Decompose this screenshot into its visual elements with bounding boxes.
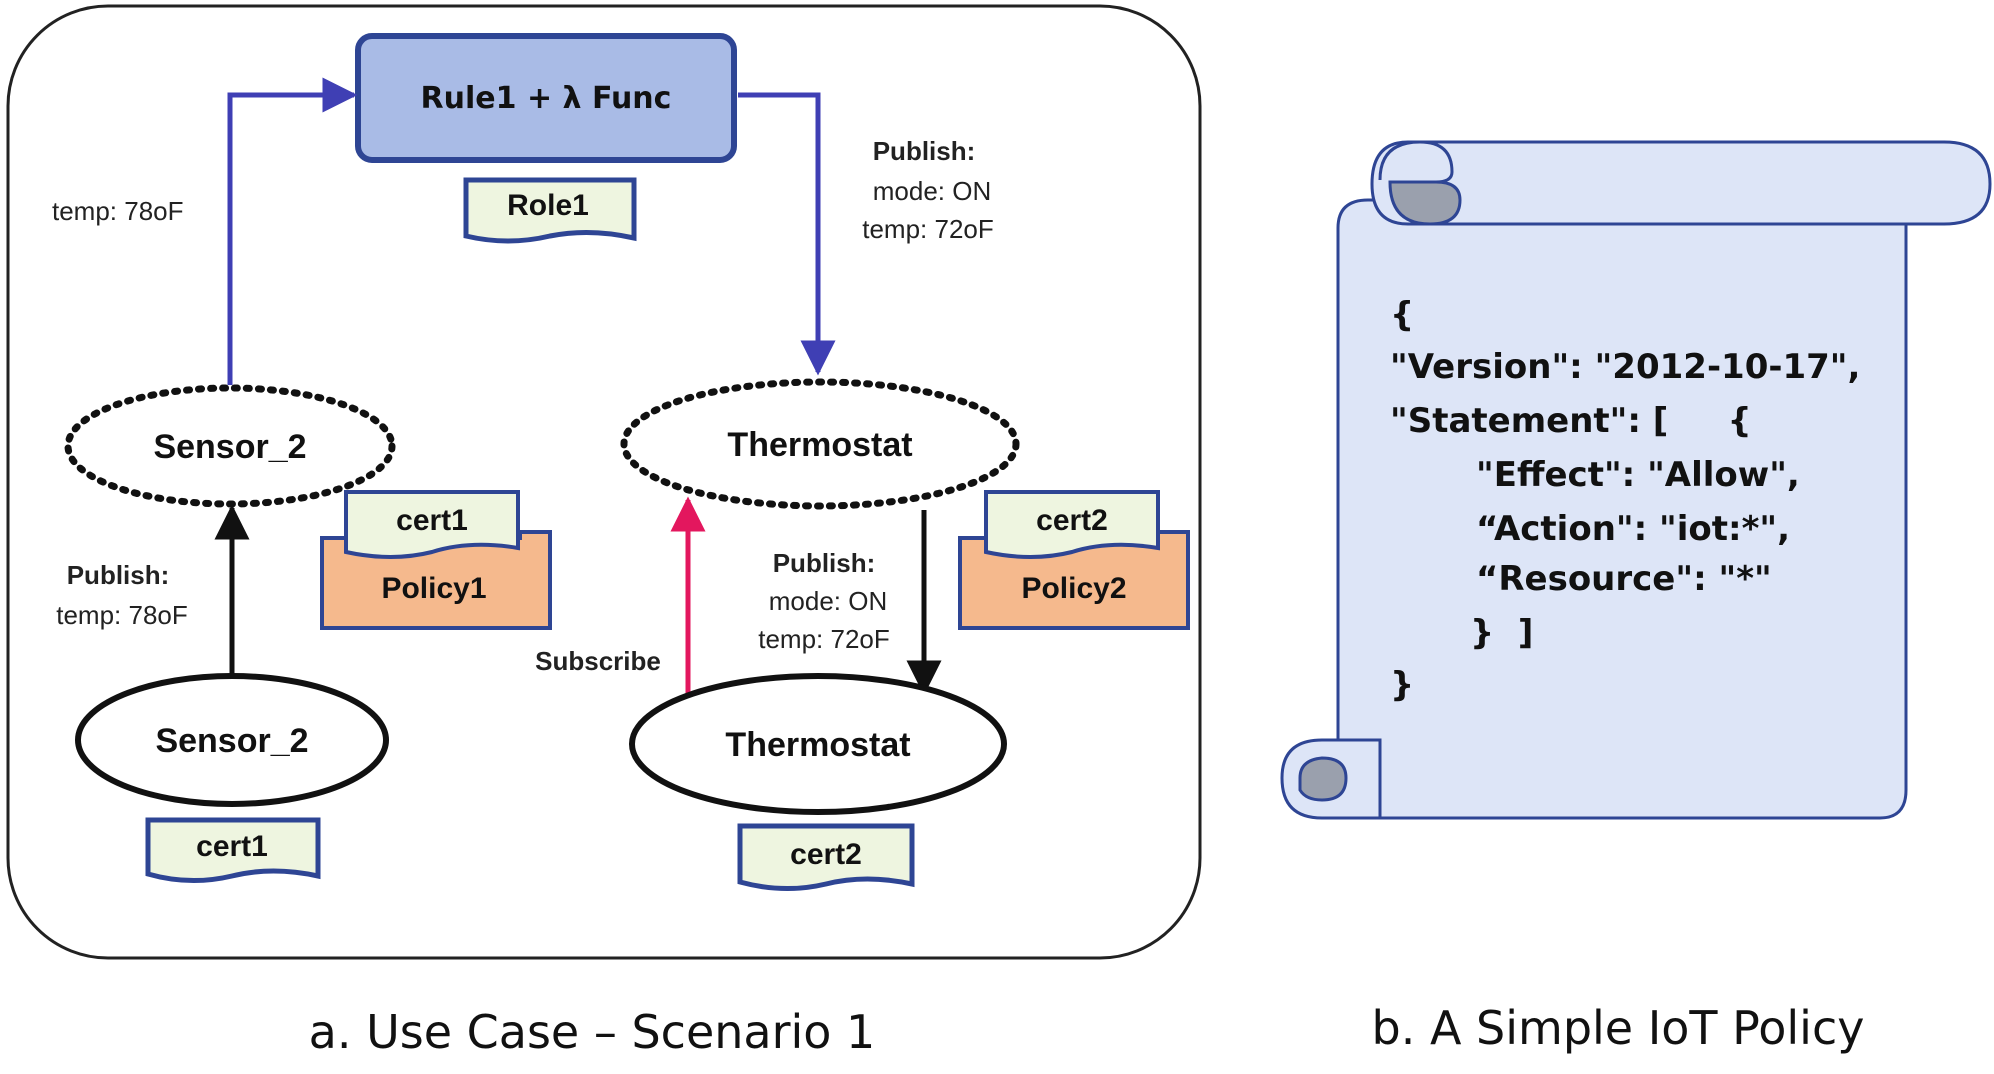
thermostat-device-label: Thermostat: [725, 726, 910, 764]
thermostat-shadow-label: Thermostat: [727, 426, 912, 464]
role-document-label: Role1: [507, 189, 589, 222]
policy-line-7: } ]: [1470, 613, 1533, 653]
sensor-shadow-label: Sensor_2: [153, 428, 306, 466]
sensor-publish-line1: temp: 78oF: [56, 600, 188, 630]
thermostat-publish-line1: mode: ON: [769, 586, 888, 616]
rule-box: Rule1 + λ Func: [355, 33, 737, 163]
sensor-device-label: Sensor_2: [155, 722, 308, 760]
thermostat-cert-document: cert2: [737, 823, 915, 891]
sensor-shadow: Sensor_2: [64, 384, 396, 508]
sensor-device: Sensor_2: [75, 673, 389, 807]
policy2-label: Policy2: [1021, 572, 1126, 605]
policy-line-3: "Statement": [ {: [1390, 401, 1752, 441]
policy-scroll: [1280, 140, 1992, 820]
policy-line-8: }: [1390, 665, 1414, 705]
policy-line-1: {: [1390, 295, 1414, 335]
policy2-folder: cert2 Policy2: [958, 490, 1190, 630]
policy-line-6: “Resource": "*": [1476, 559, 1772, 599]
policy-line-4: "Effect": "Allow",: [1476, 455, 1800, 495]
caption-b: b. A Simple IoT Policy: [1372, 1001, 1865, 1055]
policy1-cert-label: cert1: [396, 504, 468, 537]
subscribe-label: Subscribe: [535, 646, 661, 676]
policy-line-2: "Version": "2012-10-17",: [1390, 347, 1860, 387]
panel-a-frame: [6, 4, 1202, 960]
thermostat-shadow: Thermostat: [620, 378, 1020, 510]
sensor-cert-document: cert1: [145, 817, 321, 883]
thermostat-device: Thermostat: [629, 673, 1007, 815]
sensor-publish-title: Publish:: [67, 560, 170, 590]
policy1-folder: cert1 Policy1: [320, 490, 552, 630]
arrow-rule-to-thermostat: [738, 92, 836, 376]
edge-sensor-to-rule-label: temp: 78oF: [52, 196, 184, 226]
thermostat-cert-label: cert2: [790, 838, 862, 871]
role-document: Role1: [463, 177, 637, 244]
rule-box-label: Rule1 + λ Func: [421, 81, 672, 116]
edge-rule-publish-line2: temp: 72oF: [862, 214, 994, 244]
thermostat-publish-title: Publish:: [773, 548, 876, 578]
arrow-sensor-to-rule: [227, 77, 358, 385]
policy-json: { "Version": "2012-10-17", "Statement": …: [1390, 295, 1860, 705]
policy2-cert-label: cert2: [1036, 504, 1108, 537]
edge-rule-publish-title: Publish:: [873, 136, 976, 166]
edge-rule-publish-line1: mode: ON: [873, 176, 992, 206]
policy-line-5: “Action": "iot:*",: [1476, 509, 1790, 549]
thermostat-publish-line2: temp: 72oF: [758, 624, 890, 654]
sensor-cert-label: cert1: [196, 830, 268, 863]
caption-a: a. Use Case – Scenario 1: [309, 1005, 876, 1059]
policy1-label: Policy1: [381, 572, 486, 605]
